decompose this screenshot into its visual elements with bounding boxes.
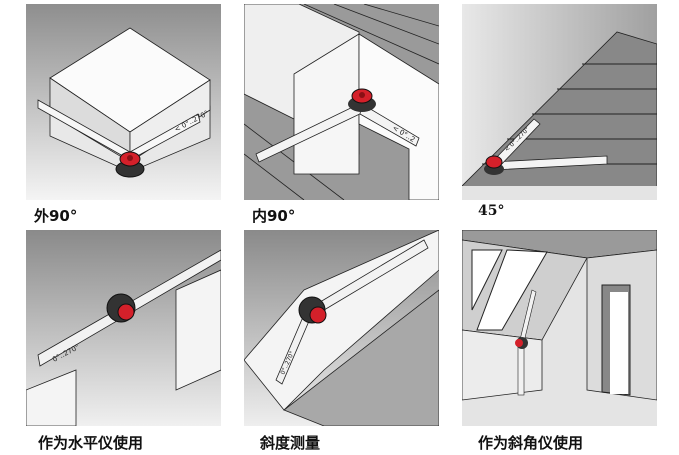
illustration-outer-90: < 0°..270°	[26, 4, 221, 200]
caption-inner-90: 内90°	[252, 207, 296, 225]
caption-bevel: 作为斜角仪使用	[478, 434, 584, 452]
illustration-level: 0°..270°	[26, 230, 221, 426]
illustration-45: < 0°..270°	[462, 4, 657, 200]
illustration-inner-90: < 0°..2	[244, 4, 439, 200]
illustration-bevel	[462, 230, 657, 426]
panel-level: 0°..270°	[26, 230, 221, 426]
panel-45: < 0°..270°	[462, 4, 657, 200]
illustration-slope: 0°..270°	[244, 230, 439, 426]
panel-bevel	[462, 230, 657, 426]
panel-inner-90: < 0°..2	[244, 4, 439, 200]
caption-outer-90: 外90°	[34, 207, 78, 225]
panel-outer-90: < 0°..270°	[26, 4, 221, 200]
caption-45: 45°	[478, 203, 505, 219]
panel-slope: 0°..270°	[244, 230, 439, 426]
caption-slope: 斜度测量	[260, 434, 321, 452]
caption-level: 作为水平仪使用	[38, 434, 144, 452]
